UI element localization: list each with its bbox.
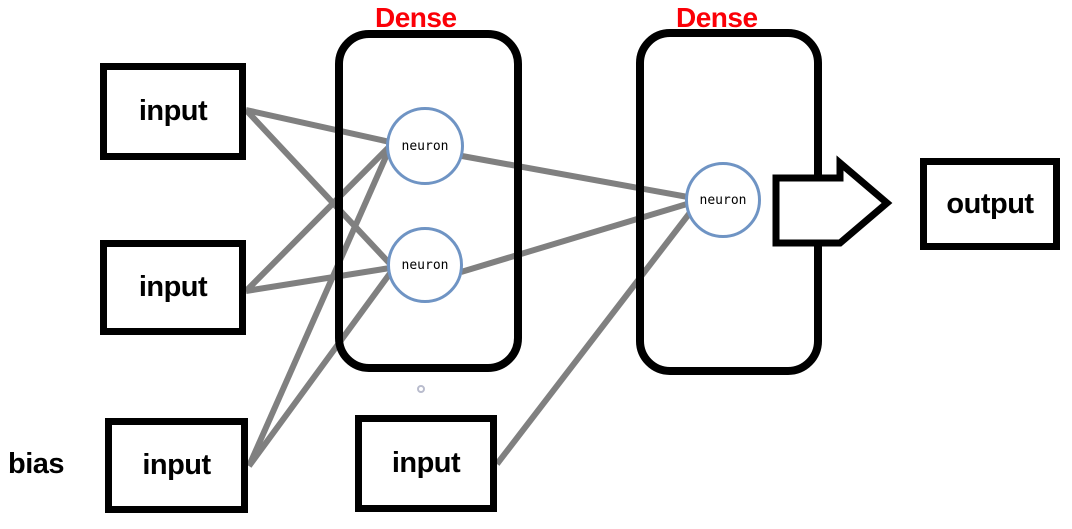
neuron-2-label: neuron — [401, 257, 449, 273]
input-box-1-label: input — [138, 95, 208, 127]
input2-to-neuron1 — [243, 145, 391, 294]
neuron-3-label: neuron — [699, 192, 747, 208]
dense-layer-1-title: Dense — [375, 2, 457, 33]
neuron-1[interactable]: neuron — [386, 107, 464, 185]
dense-layer-1-container[interactable] — [335, 30, 522, 372]
neuron-2[interactable]: neuron — [387, 227, 463, 303]
output-box[interactable]: output — [920, 158, 1060, 250]
neuron-3[interactable]: neuron — [685, 162, 761, 238]
input1-to-neuron1 — [245, 107, 391, 145]
input-box-2-label: input — [138, 271, 208, 303]
neuron2-to-neuron3 — [460, 201, 688, 275]
input-box-4[interactable]: input — [355, 415, 497, 512]
bias-to-neuron1 — [246, 150, 391, 468]
neuron-1-label: neuron — [401, 138, 449, 154]
input2-to-neuron2 — [245, 265, 391, 294]
input4-to-neuron3 — [494, 208, 695, 466]
output-box-label: output — [946, 187, 1034, 220]
input-box-4-label: input — [391, 447, 461, 479]
input-box-bias[interactable]: input — [105, 418, 248, 513]
dense-layer-2-title: Dense — [676, 2, 758, 33]
neuron1-to-neuron3 — [461, 153, 689, 200]
input1-to-neuron2 — [243, 107, 395, 269]
output-arrow-icon — [772, 155, 893, 247]
input-box-bias-label: input — [142, 449, 211, 481]
input-box-2[interactable]: input — [100, 240, 246, 335]
bias-label: bias — [8, 448, 65, 480]
ellipsis-dot-marker — [417, 385, 425, 393]
bias-to-neuron2 — [246, 270, 394, 468]
input-box-1[interactable]: input — [100, 63, 246, 160]
